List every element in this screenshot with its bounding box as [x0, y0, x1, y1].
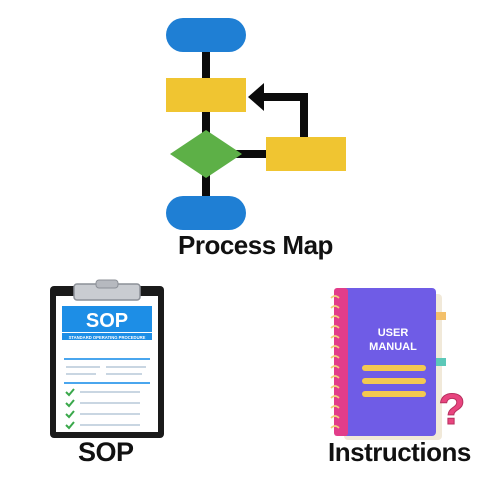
- manual-line: [362, 378, 426, 384]
- check-icon: [65, 410, 75, 419]
- user-manual-icon: USER MANUAL ?: [330, 288, 466, 440]
- flow-end-terminator: [166, 196, 246, 230]
- flow-spine: [202, 40, 210, 215]
- flow-loop-vertical: [300, 93, 308, 138]
- sop-line: [64, 382, 150, 384]
- flow-decision-diamond: [170, 130, 242, 178]
- question-mark-icon: ?: [439, 385, 466, 434]
- flow-loop-horizontal: [258, 93, 308, 101]
- sop-banner: [62, 306, 152, 332]
- flow-start-terminator: [166, 18, 246, 52]
- flowchart-icon: [166, 18, 346, 230]
- clipboard-clip-ring: [95, 279, 119, 289]
- arrow-head-icon: [248, 83, 264, 111]
- check-icon: [65, 399, 75, 408]
- manual-tab: [436, 358, 446, 366]
- sop-line: [80, 391, 140, 393]
- check-icon: [65, 421, 75, 430]
- manual-spiral: [330, 295, 340, 429]
- clipboard-icon: SOP STANDARD OPERATING PROCEDURE: [50, 279, 164, 438]
- sop-line: [80, 424, 140, 426]
- manual-tab: [436, 312, 446, 320]
- sop-banner-strip: [62, 333, 152, 340]
- flow-side-process-box: [266, 137, 346, 171]
- manual-cover: [336, 288, 436, 436]
- sop-line: [106, 373, 142, 375]
- manual-cover-line2: MANUAL: [369, 341, 417, 353]
- check-icon: [65, 388, 75, 397]
- sop-caption: SOP: [78, 437, 134, 467]
- manual-line: [362, 391, 426, 397]
- manual-line: [362, 365, 426, 371]
- sop-line: [80, 413, 140, 415]
- sop-banner-text: SOP: [86, 310, 128, 332]
- sop-line: [66, 366, 100, 368]
- sop-line: [64, 358, 150, 360]
- manual-cover-line1: USER: [378, 327, 409, 339]
- instructions-caption: Instructions: [328, 437, 471, 467]
- sop-line: [106, 366, 146, 368]
- sop-banner-subtitle: STANDARD OPERATING PROCEDURE: [69, 335, 146, 340]
- flow-process-box: [166, 78, 246, 112]
- flow-connector-horizontal: [236, 150, 268, 158]
- sop-line: [80, 402, 140, 404]
- manual-spine: [334, 288, 348, 436]
- sop-line: [66, 373, 96, 375]
- process-map-caption: Process Map: [178, 230, 333, 260]
